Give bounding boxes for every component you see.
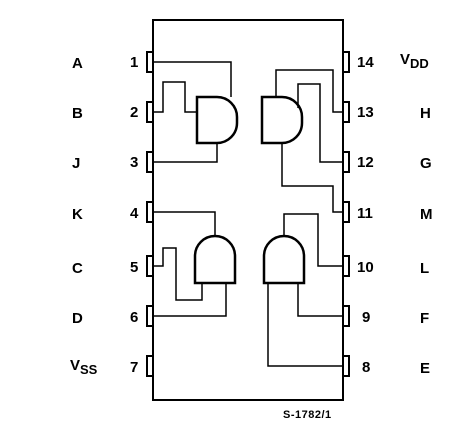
signal-label-vss-sub: SS [80,362,98,377]
pin-number-1: 1 [130,54,138,71]
left-pin-numbers: 1 2 3 4 5 6 7 [130,54,139,376]
pin-number-3: 3 [130,154,138,171]
pin-3-tab [146,151,154,173]
pin-13-tab [342,101,350,123]
signal-label-E: E [420,360,430,377]
pin-12-tab [342,151,350,173]
pin-4-tab [146,201,154,223]
pin-number-6: 6 [130,309,138,326]
signal-label-J: J [72,155,80,172]
signal-label-F: F [420,310,429,327]
pin-number-4: 4 [130,205,139,222]
signal-label-D: D [72,310,83,327]
and-gates [193,95,306,285]
pin-7-tab [146,355,154,377]
pin-8-tab [342,355,350,377]
wire-gate1-pin3 [153,143,218,163]
pin-number-9: 9 [362,309,370,326]
pin-10-tab [342,255,350,277]
pin-11-tab [342,201,350,223]
signal-label-A: A [72,55,83,72]
left-signal-labels: A B J K C D VSS [70,55,98,377]
right-pin-numbers: 14 13 12 11 10 9 8 [357,54,374,376]
pin-5-tab [146,255,154,277]
ic-package-outline [152,19,344,401]
wire-pin1-gate1 [153,61,232,97]
figure-reference: S-1782/1 [283,409,332,421]
pin-number-7: 7 [130,359,138,376]
wire-pin13-gate3 [275,69,343,113]
wire-pin12-gate3 [297,83,343,163]
pin-number-14: 14 [357,54,374,71]
pin-14-tab [342,51,350,73]
signal-label-G: G [420,155,432,172]
wire-gate4-pin10 [283,213,343,267]
and-gate-3-symbol [260,95,304,145]
signal-label-L: L [420,260,429,277]
wire-pin9-gate4 [297,283,343,317]
signal-label-vdd: VDD [400,51,429,71]
signal-label-B: B [72,105,83,122]
signal-label-C: C [72,260,83,277]
pin-number-2: 2 [130,104,138,121]
signal-label-H: H [420,105,431,122]
pin-number-11: 11 [357,205,373,222]
wire-pin5-gate2 [153,247,203,301]
pin-number-12: 12 [357,154,374,171]
internal-wiring [153,61,343,367]
wire-gate3-pin11 [281,143,343,213]
wire-pin2-gate1 [153,81,197,113]
signal-label-vdd-sub: DD [410,56,429,71]
pin-number-13: 13 [357,104,374,121]
pin-number-5: 5 [130,259,138,276]
wire-gate2-pin4 [153,211,216,236]
pin-6-tab [146,305,154,327]
signal-label-vdd-main: V [400,51,410,68]
and-gate-2-symbol [193,234,237,285]
pin-2-tab [146,101,154,123]
and-gate-1-symbol [195,95,239,145]
right-signal-labels: VDD H G M L F E [400,51,433,377]
pin-1-tab [146,51,154,73]
pin-number-8: 8 [362,359,370,376]
pin-9-tab [342,305,350,327]
wire-pin6-gate2 [153,283,227,317]
signal-label-vss-main: V [70,357,80,374]
signal-label-M: M [420,206,433,223]
signal-label-K: K [72,206,83,223]
wire-pin8-gate4 [267,283,343,367]
pin-number-10: 10 [357,259,374,276]
signal-label-vss: VSS [70,357,98,377]
and-gate-4-symbol [262,234,306,285]
